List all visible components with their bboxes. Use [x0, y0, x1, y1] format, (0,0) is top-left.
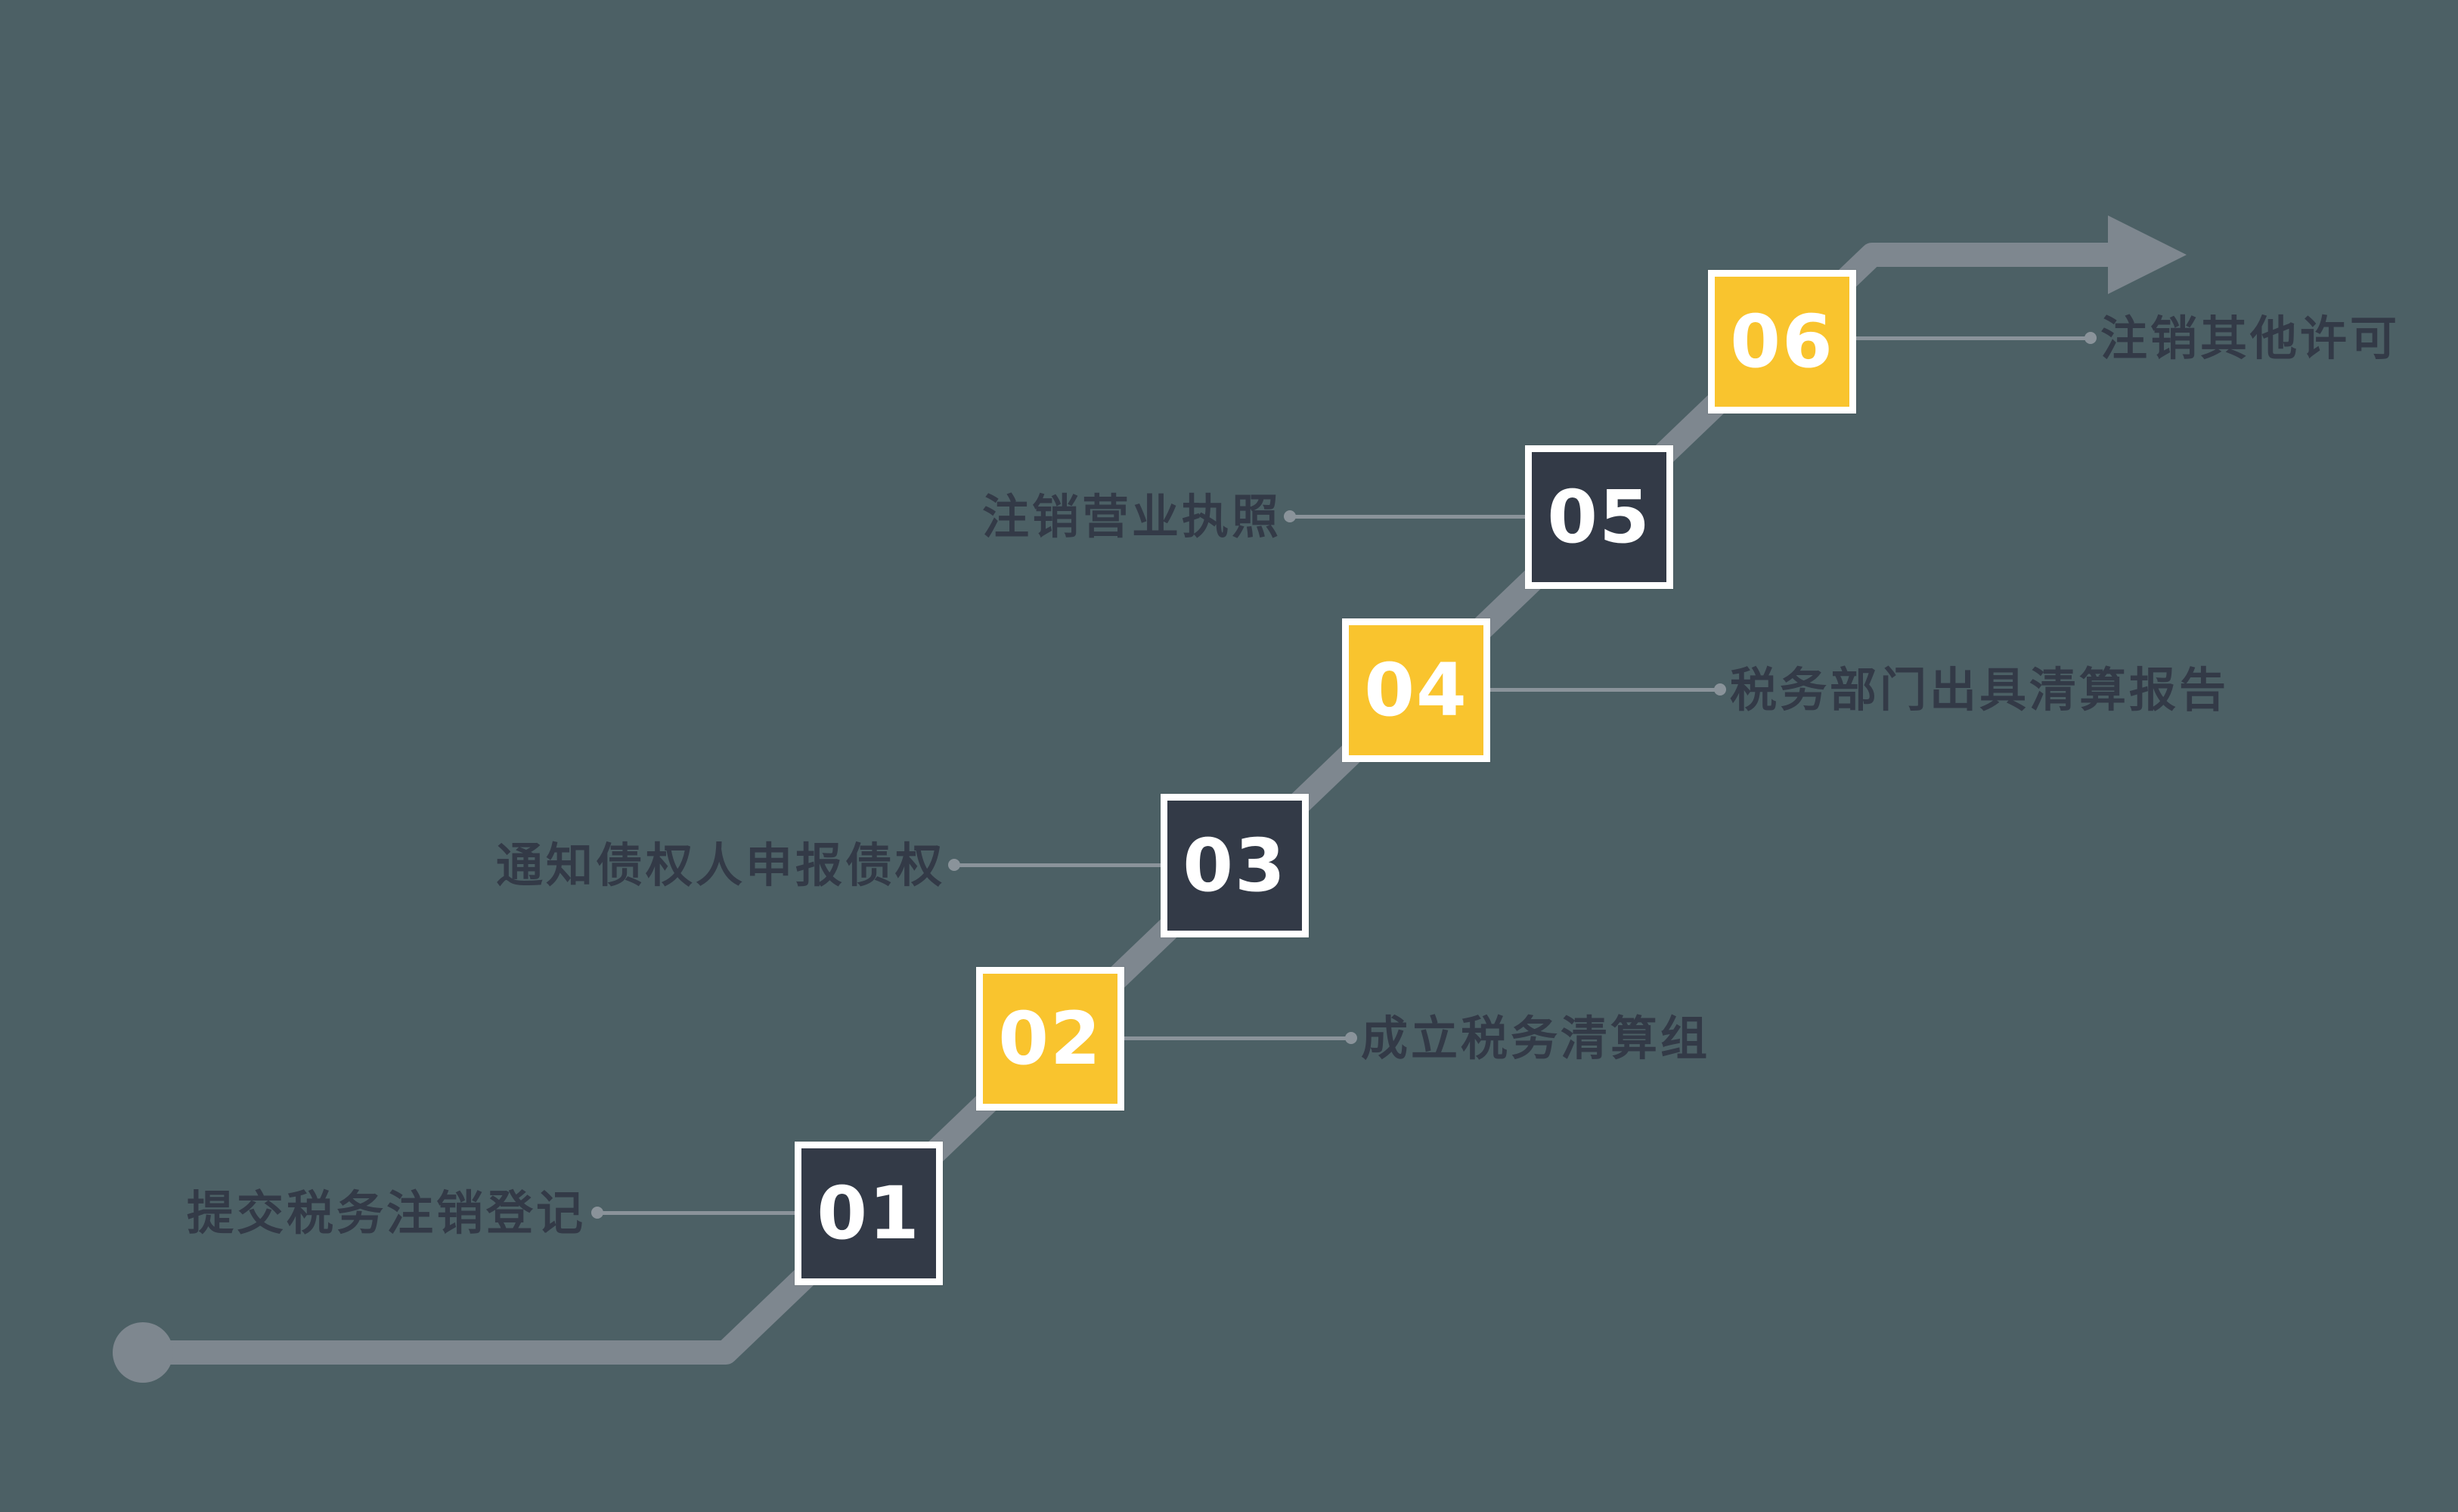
step-label-04: 税务部门出具清算报告: [1730, 662, 2230, 717]
connector-dot-01: [591, 1207, 603, 1219]
step-box-06: 06: [1708, 270, 1856, 414]
connector-line-04: [1490, 683, 1726, 696]
connector-line-05: [1284, 510, 1525, 522]
step-number-04: 04: [1364, 648, 1468, 733]
connector-dot-05: [1284, 510, 1296, 522]
step-number-01: 01: [817, 1171, 921, 1256]
step-box-03: 03: [1161, 794, 1309, 937]
step-label-02: 成立税务清算组: [1361, 1011, 1711, 1066]
step-box-04: 04: [1342, 618, 1490, 762]
connector-line-06: [1856, 332, 2097, 344]
step-label-03: 通知债权人申报债权: [495, 838, 945, 893]
connector-dot-03: [948, 859, 960, 871]
step-label-05: 注销营业执照: [981, 489, 1282, 544]
step-number-06: 06: [1730, 299, 1834, 384]
connector-line-01: [591, 1207, 795, 1219]
step-box-05: 05: [1525, 445, 1673, 589]
step-box-01: 01: [795, 1142, 943, 1285]
step-number-02: 02: [998, 996, 1102, 1081]
connector-line-02: [1124, 1032, 1357, 1044]
step-label-01: 提交税务注销登记: [186, 1185, 586, 1241]
step-number-03: 03: [1183, 823, 1287, 908]
connector-line-03: [948, 859, 1161, 871]
step-box-02: 02: [976, 967, 1124, 1111]
arrow-head-icon: [2108, 215, 2187, 294]
start-dot-icon: [113, 1322, 173, 1383]
connector-dot-02: [1345, 1032, 1357, 1044]
connector-dot-06: [2084, 332, 2097, 344]
step-label-06: 注销其他许可: [2100, 311, 2401, 366]
connector-dot-04: [1714, 683, 1726, 696]
step-number-05: 05: [1547, 475, 1651, 559]
